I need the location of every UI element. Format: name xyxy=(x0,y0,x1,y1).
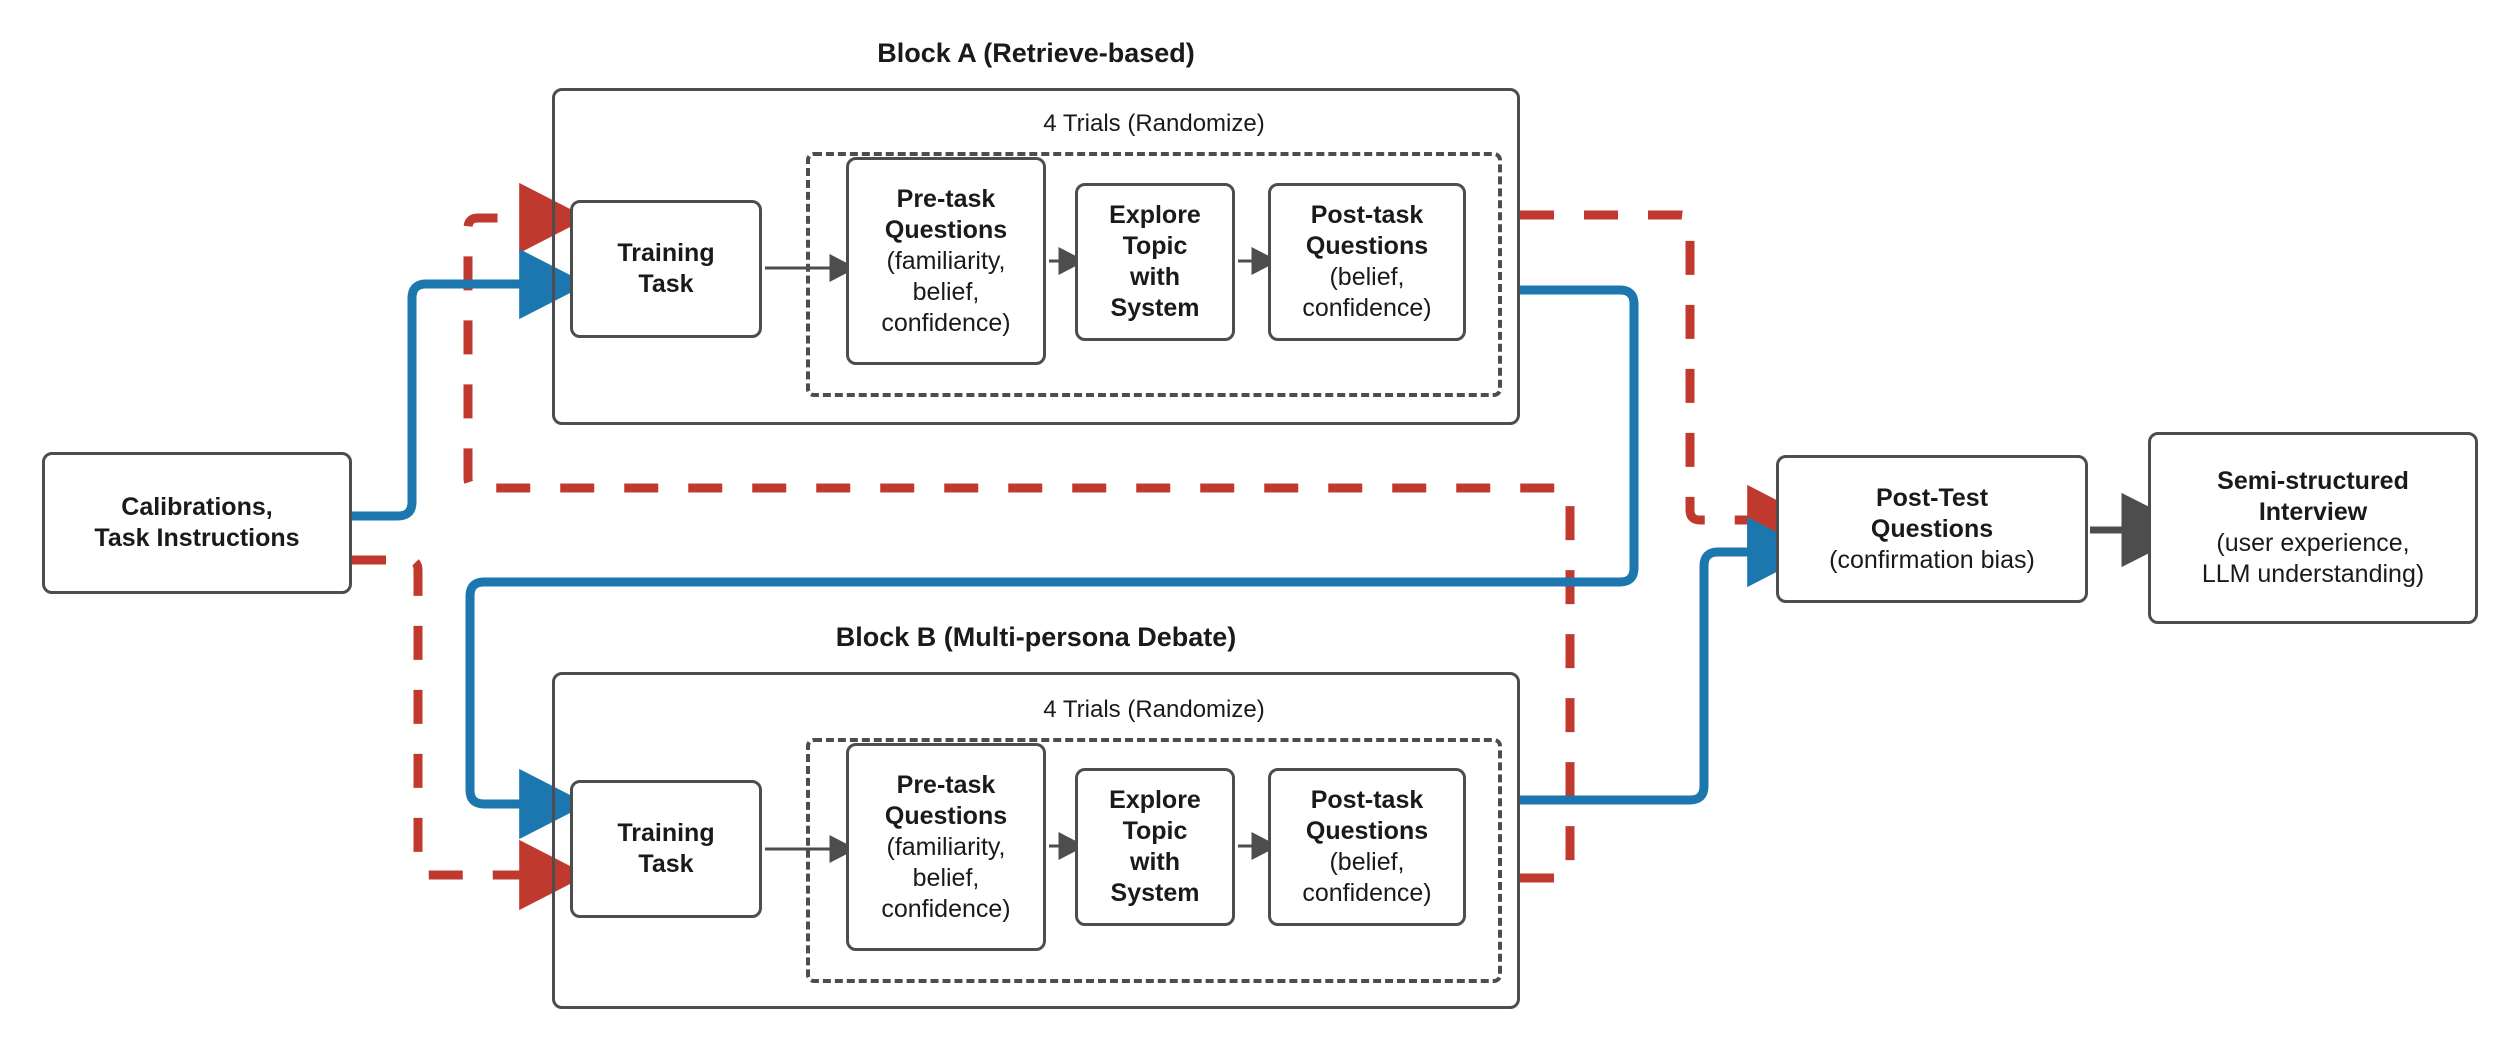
block-b-training-line-1: Training xyxy=(617,819,715,847)
calibrations-line-1: Calibrations, xyxy=(121,493,273,521)
block-b-post-sub-1: (belief, xyxy=(1329,848,1405,876)
block-b-post-task-questions-node[interactable]: Post-task Questions (belief, confidence) xyxy=(1268,768,1466,926)
interview-sub-1: (user experience, xyxy=(2216,529,2410,557)
blue-path-to-block-a xyxy=(352,248,588,521)
post-test-title-1: Post-Test xyxy=(1875,483,1989,512)
post-test-sub: (confirmation bias) xyxy=(1829,545,2035,574)
block-b-post-sub-2: confidence) xyxy=(1302,879,1432,907)
block-b-pre-sub-3: confidence) xyxy=(881,894,1011,923)
block-b-explore-line-4: System xyxy=(1110,879,1200,907)
block-a-explore-line-2: Topic xyxy=(1122,232,1188,260)
block-a-trials-label: 4 Trials (Randomize) xyxy=(1043,110,1265,137)
interview-sub-2: LLM understanding) xyxy=(2201,560,2425,588)
block-b-pre-title-2: Questions xyxy=(884,801,1008,830)
block-b-training-line-2: Task xyxy=(638,850,694,878)
block-b-pre-sub-2: belief, xyxy=(912,863,980,892)
block-a-explore-line-4: System xyxy=(1110,294,1200,322)
block-a-title: Block A (Retrieve-based) xyxy=(877,38,1195,68)
interview-title-1: Semi-structured xyxy=(2217,467,2409,495)
block-a-post-task-questions-node[interactable]: Post-task Questions (belief, confidence) xyxy=(1268,183,1466,341)
block-b-trials-label: 4 Trials (Randomize) xyxy=(1043,696,1265,723)
block-a-post-title-2: Questions xyxy=(1305,232,1429,260)
block-b-pre-title-1: Pre-task xyxy=(896,770,996,799)
block-b-post-title-1: Post-task xyxy=(1310,786,1424,814)
blue-path-block-b-to-post-test xyxy=(1520,516,1816,805)
block-b-post-title-2: Questions xyxy=(1305,817,1429,845)
calibrations-task-instructions-node[interactable]: Calibrations, Task Instructions xyxy=(42,452,352,594)
block-a-post-sub-1: (belief, xyxy=(1329,263,1405,291)
post-test-title-2: Questions xyxy=(1870,514,1994,543)
block-b-explore-line-3: with xyxy=(1130,848,1180,876)
block-b-title: Block B (Multi-persona Debate) xyxy=(835,622,1237,652)
block-b-pre-sub-1: (familiarity, xyxy=(886,832,1006,861)
block-a-pre-sub-2: belief, xyxy=(912,277,980,306)
red-path-to-block-b xyxy=(352,555,588,911)
block-a-post-title-1: Post-task xyxy=(1310,201,1424,229)
block-b-pre-task-questions-node[interactable]: Pre-task Questions (familiarity, belief,… xyxy=(846,743,1046,951)
block-a-training-line-2: Task xyxy=(638,270,694,298)
block-b-explore-topic-node[interactable]: Explore Topic with System xyxy=(1075,768,1235,926)
block-b-explore-line-2: Topic xyxy=(1122,817,1188,845)
block-a-training-line-1: Training xyxy=(617,239,715,267)
block-a-pre-task-questions-node[interactable]: Pre-task Questions (familiarity, belief,… xyxy=(846,157,1046,365)
red-path-block-a-to-post-test xyxy=(1520,210,1816,556)
semi-structured-interview-node[interactable]: Semi-structured Interview (user experien… xyxy=(2148,432,2478,624)
block-a-pre-sub-1: (familiarity, xyxy=(886,246,1006,275)
block-a-explore-topic-node[interactable]: Explore Topic with System xyxy=(1075,183,1235,341)
block-a-pre-title-2: Questions xyxy=(884,215,1008,244)
block-a-pre-sub-3: confidence) xyxy=(881,308,1011,337)
block-b-explore-line-1: Explore xyxy=(1109,786,1201,814)
block-b-training-task-node[interactable]: Training Task xyxy=(570,780,762,918)
block-a-pre-title-1: Pre-task xyxy=(896,184,996,213)
block-a-explore-line-3: with xyxy=(1130,263,1180,291)
block-a-training-task-node[interactable]: Training Task xyxy=(570,200,762,338)
interview-title-2: Interview xyxy=(2258,498,2368,526)
calibrations-line-2: Task Instructions xyxy=(94,524,300,552)
post-test-questions-node[interactable]: Post-Test Questions (confirmation bias) xyxy=(1776,455,2088,603)
block-a-post-sub-2: confidence) xyxy=(1302,294,1432,322)
block-a-explore-line-1: Explore xyxy=(1109,201,1201,229)
